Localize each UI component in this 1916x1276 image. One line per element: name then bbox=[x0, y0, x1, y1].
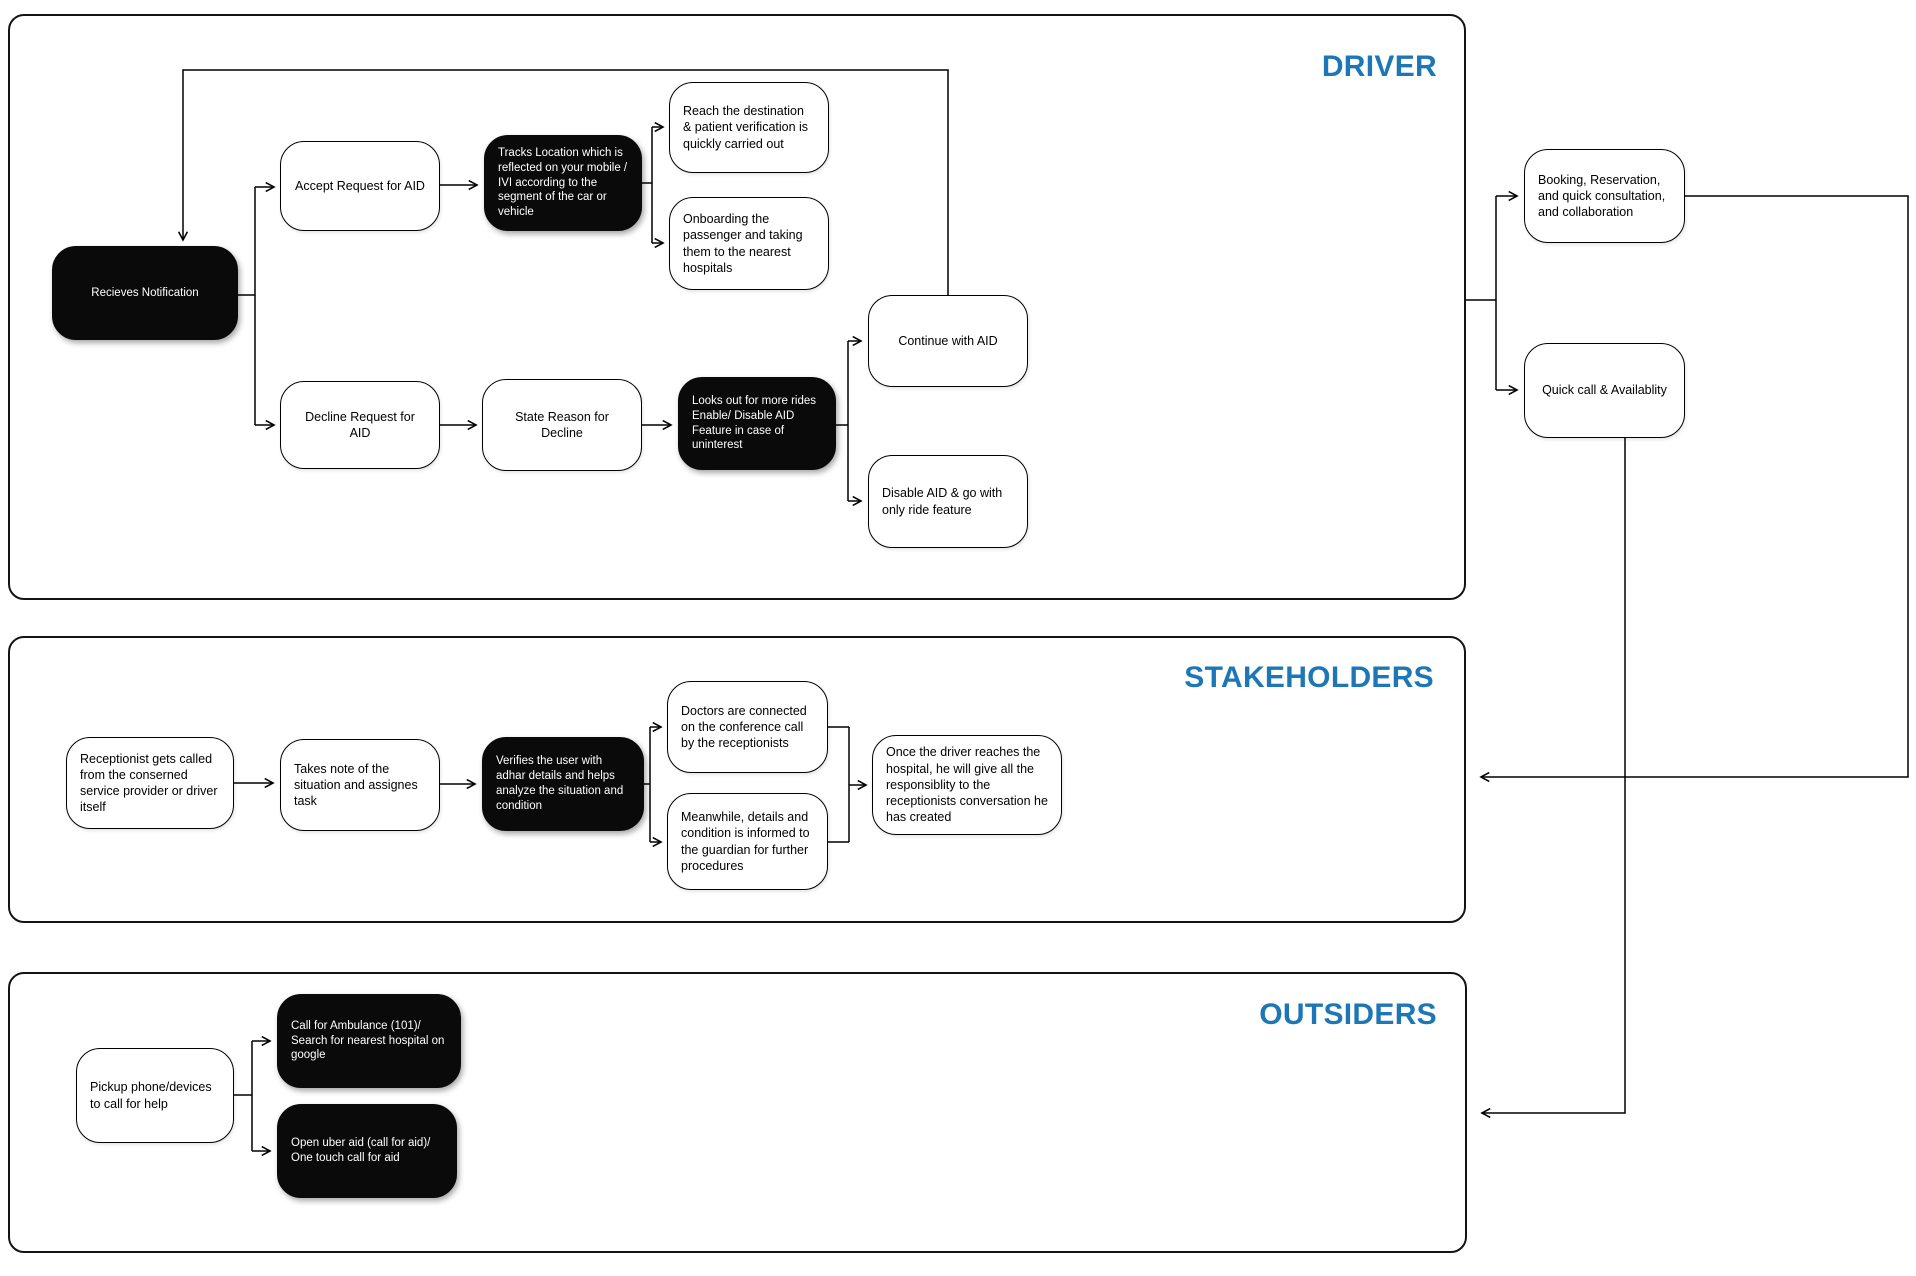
node-label: Doctors are connected on the conference … bbox=[681, 703, 807, 751]
node-label: State Reason for Decline bbox=[515, 409, 609, 440]
node-label: Recieves Notification bbox=[91, 286, 199, 299]
node-pickup-phone: Pickup phone/devices to call for help bbox=[76, 1048, 234, 1143]
node-doctors-connected: Doctors are connected on the conference … bbox=[667, 681, 828, 773]
node-label: Takes note of the situation and assignes… bbox=[294, 761, 418, 809]
node-label: Once the driver reaches the hospital, he… bbox=[886, 745, 1048, 825]
node-label: Meanwhile, details and condition is info… bbox=[681, 810, 810, 873]
section-label-driver: DRIVER bbox=[1321, 50, 1437, 83]
node-label: Open uber aid (call for aid)/ One touch … bbox=[291, 1137, 431, 1164]
node-open-uber-aid: Open uber aid (call for aid)/ One touch … bbox=[277, 1104, 457, 1198]
node-label: Booking, Reservation, and quick consulta… bbox=[1538, 172, 1666, 220]
node-disable-aid: Disable AID & go with only ride feature bbox=[868, 455, 1028, 548]
section-driver bbox=[8, 14, 1466, 600]
node-reach-destination: Reach the destination & patient verifica… bbox=[669, 82, 829, 173]
node-label: Tracks Location which is reflected on yo… bbox=[498, 146, 628, 219]
node-accept-request: Accept Request for AID bbox=[280, 141, 440, 231]
node-label: Disable AID & go with only ride feature bbox=[882, 486, 1003, 517]
section-label-stakeholders: STAKEHOLDERS bbox=[1184, 661, 1434, 694]
node-quick-call: Quick call & Availablity bbox=[1524, 343, 1685, 438]
node-receptionist: Receptionist gets called from the conser… bbox=[66, 737, 234, 829]
section-stakeholders bbox=[8, 636, 1466, 923]
node-meanwhile-details: Meanwhile, details and condition is info… bbox=[667, 793, 828, 890]
node-onboarding-passenger: Onboarding the passenger and taking them… bbox=[669, 197, 829, 290]
node-recieves-notification: Recieves Notification bbox=[52, 246, 238, 340]
node-decline-request: Decline Request for AID bbox=[280, 381, 440, 469]
node-tracks-location: Tracks Location which is reflected on yo… bbox=[484, 135, 642, 231]
connector-quick-call-to-outsiders bbox=[1480, 438, 1626, 1119]
node-label: Looks out for more rides Enable/ Disable… bbox=[692, 394, 817, 452]
node-label: Receptionist gets called from the conser… bbox=[80, 751, 218, 815]
node-booking: Booking, Reservation, and quick consulta… bbox=[1524, 149, 1685, 243]
node-verifies-user: Verifies the user with adhar details and… bbox=[482, 737, 644, 831]
node-label: Decline Request for AID bbox=[305, 409, 415, 440]
connector-booking-to-stakeholders bbox=[1479, 195, 1909, 783]
node-label: Accept Request for AID bbox=[295, 178, 425, 193]
node-label: Quick call & Availablity bbox=[1542, 383, 1667, 398]
node-label: Call for Ambulance (101)/ Search for nea… bbox=[291, 1019, 445, 1062]
node-once-driver: Once the driver reaches the hospital, he… bbox=[872, 735, 1062, 835]
section-label-outsiders: OUTSIDERS bbox=[1259, 998, 1437, 1031]
node-looks-out: Looks out for more rides Enable/ Disable… bbox=[678, 377, 836, 470]
node-label: Verifies the user with adhar details and… bbox=[496, 755, 624, 812]
node-call-ambulance: Call for Ambulance (101)/ Search for nea… bbox=[277, 994, 461, 1088]
node-label: Reach the destination & patient verifica… bbox=[683, 104, 809, 151]
node-state-reason: State Reason for Decline bbox=[482, 379, 642, 471]
node-label: Continue with AID bbox=[898, 333, 998, 348]
node-label: Pickup phone/devices to call for help bbox=[90, 1080, 212, 1111]
node-takes-note: Takes note of the situation and assignes… bbox=[280, 739, 440, 831]
node-continue-with-aid: Continue with AID bbox=[868, 295, 1028, 387]
section-outsiders bbox=[8, 972, 1467, 1253]
connector-continue-to-recieves-loop bbox=[177, 69, 949, 295]
node-label: Onboarding the passenger and taking them… bbox=[683, 212, 803, 275]
